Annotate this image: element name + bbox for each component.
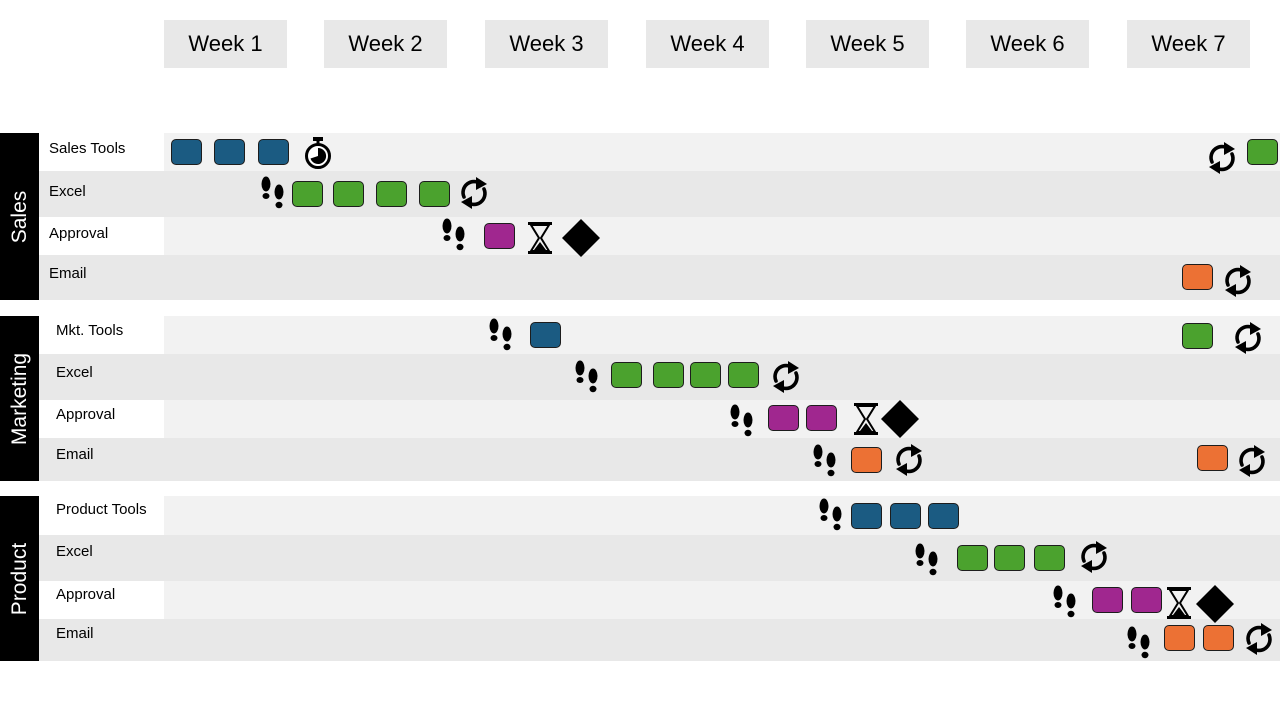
row-label-cell xyxy=(39,496,164,535)
row-label: Email xyxy=(56,625,94,642)
row-label: Email xyxy=(49,265,87,282)
task-block-blue[interactable] xyxy=(928,503,959,529)
row-label-cell xyxy=(39,133,164,171)
task-block-green[interactable] xyxy=(333,181,364,207)
hourglass-icon xyxy=(1166,586,1192,620)
group-label-text: Marketing xyxy=(7,352,31,445)
task-block-blue[interactable] xyxy=(890,503,921,529)
timeline-row xyxy=(39,171,1280,217)
refresh-icon xyxy=(1206,140,1238,176)
task-block-purple[interactable] xyxy=(1131,587,1162,613)
timeline-row xyxy=(39,316,1280,354)
task-block-green[interactable] xyxy=(292,181,323,207)
row-label: Excel xyxy=(56,364,93,381)
task-block-orange[interactable] xyxy=(1182,264,1213,290)
task-block-green[interactable] xyxy=(690,362,721,388)
footsteps-icon xyxy=(259,176,287,212)
task-block-orange[interactable] xyxy=(1203,625,1234,651)
task-block-orange[interactable] xyxy=(1164,625,1195,651)
task-block-green[interactable] xyxy=(957,545,988,571)
refresh-icon xyxy=(770,359,802,395)
refresh-icon xyxy=(458,175,490,211)
row-label: Approval xyxy=(56,586,116,603)
week-header: Week 3 xyxy=(485,20,608,68)
refresh-icon xyxy=(1232,320,1264,356)
task-block-purple[interactable] xyxy=(484,223,515,249)
row-label: Sales Tools xyxy=(49,140,126,157)
timeline-row xyxy=(39,438,1280,481)
group-label-product: Product xyxy=(0,496,39,661)
row-label: Excel xyxy=(49,183,86,200)
footsteps-icon xyxy=(573,360,601,396)
refresh-icon xyxy=(1243,621,1275,657)
row-label: Approval xyxy=(49,225,109,242)
task-block-green[interactable] xyxy=(994,545,1025,571)
timeline-row xyxy=(39,255,1280,300)
timeline-row xyxy=(39,535,1280,581)
task-block-green[interactable] xyxy=(1034,545,1065,571)
week-header: Week 6 xyxy=(966,20,1089,68)
group-label-text: Product xyxy=(7,542,31,615)
footsteps-icon xyxy=(1051,585,1079,621)
task-block-blue[interactable] xyxy=(258,139,289,165)
row-label-cell xyxy=(39,316,164,354)
refresh-icon xyxy=(893,442,925,478)
footsteps-icon xyxy=(728,404,756,440)
group-label-text: Sales xyxy=(7,190,31,243)
row-label-cell xyxy=(39,217,164,255)
task-block-green[interactable] xyxy=(1182,323,1213,349)
task-block-purple[interactable] xyxy=(806,405,837,431)
milestone-diamond-icon xyxy=(880,399,920,439)
footsteps-icon xyxy=(811,444,839,480)
task-block-orange[interactable] xyxy=(851,447,882,473)
row-label-cell xyxy=(39,581,164,619)
footsteps-icon xyxy=(817,498,845,534)
timeline-row xyxy=(39,400,1280,438)
task-block-green[interactable] xyxy=(611,362,642,388)
task-block-blue[interactable] xyxy=(214,139,245,165)
footsteps-icon xyxy=(913,543,941,579)
task-block-green[interactable] xyxy=(419,181,450,207)
timeline-row xyxy=(39,133,1280,171)
week-header: Week 4 xyxy=(646,20,769,68)
week-header: Week 2 xyxy=(324,20,447,68)
week-header: Week 5 xyxy=(806,20,929,68)
row-label: Approval xyxy=(56,406,116,423)
task-block-orange[interactable] xyxy=(1197,445,1228,471)
timeline-row xyxy=(39,619,1280,661)
footsteps-icon xyxy=(440,218,468,254)
row-label: Excel xyxy=(56,543,93,560)
refresh-icon xyxy=(1236,443,1268,479)
task-block-blue[interactable] xyxy=(171,139,202,165)
hourglass-icon xyxy=(527,221,553,255)
row-label-cell xyxy=(39,400,164,438)
task-block-green[interactable] xyxy=(376,181,407,207)
timeline-row xyxy=(39,217,1280,255)
footsteps-icon xyxy=(487,318,515,354)
hourglass-icon xyxy=(853,402,879,436)
row-label: Email xyxy=(56,446,94,463)
task-block-blue[interactable] xyxy=(530,322,561,348)
group-label-marketing: Marketing xyxy=(0,316,39,481)
task-block-blue[interactable] xyxy=(851,503,882,529)
task-block-purple[interactable] xyxy=(768,405,799,431)
week-header: Week 1 xyxy=(164,20,287,68)
refresh-icon xyxy=(1222,263,1254,299)
footsteps-icon xyxy=(1125,626,1153,662)
task-block-green[interactable] xyxy=(653,362,684,388)
week-header: Week 7 xyxy=(1127,20,1250,68)
milestone-diamond-icon xyxy=(1195,584,1235,624)
stopwatch-icon xyxy=(303,136,333,170)
refresh-icon xyxy=(1078,539,1110,575)
task-block-purple[interactable] xyxy=(1092,587,1123,613)
task-block-green[interactable] xyxy=(1247,139,1278,165)
task-block-green[interactable] xyxy=(728,362,759,388)
group-label-sales: Sales xyxy=(0,133,39,300)
row-label: Mkt. Tools xyxy=(56,322,124,339)
timeline-row xyxy=(39,496,1280,535)
row-label: Product Tools xyxy=(56,501,147,518)
milestone-diamond-icon xyxy=(561,218,601,258)
